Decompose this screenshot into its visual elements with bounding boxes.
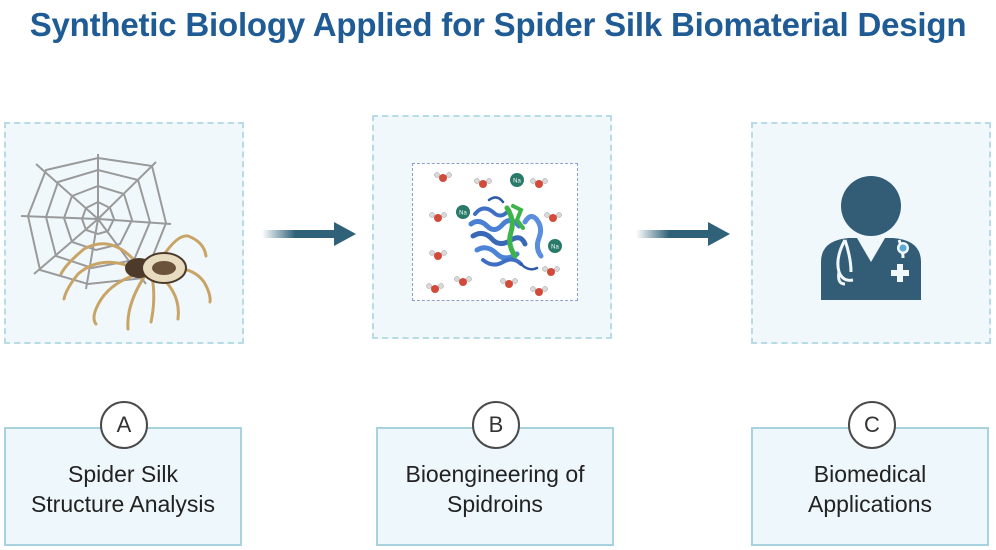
arrow-right-icon [636, 222, 730, 246]
panel-spider-silk [4, 122, 244, 344]
step-label-line: Spidroins [447, 491, 543, 517]
step-letter-badge: B [472, 401, 520, 449]
step-label-line: Structure Analysis [30, 491, 216, 517]
step-letter-badge: A [100, 401, 148, 449]
page-title: Synthetic Biology Applied for Spider Sil… [29, 6, 967, 43]
panel-bioengineering: Na Na Na [372, 115, 612, 339]
svg-text:Na: Na [513, 179, 521, 185]
step-label-line: Biomedical [813, 461, 927, 487]
protein-structure-icon: Na Na Na [426, 172, 562, 296]
step-label-box-c: Biomedical Applications [751, 427, 989, 546]
step-letter-badge: C [848, 401, 896, 449]
arrow-right-icon [262, 222, 356, 246]
panel-biomedical [751, 122, 991, 344]
step-label-line: Applications [807, 491, 933, 517]
svg-text:Na: Na [551, 245, 559, 251]
step-label-line: Spider Silk [68, 461, 178, 487]
doctor-icon [821, 176, 921, 300]
water-molecule-icon [426, 172, 562, 296]
svg-text:Na: Na [459, 211, 467, 217]
spider-on-web-icon [20, 154, 212, 331]
step-label-line: Bioengineering of [405, 461, 585, 487]
protein-frame: Na Na Na [412, 163, 578, 301]
sodium-ion-icon: Na Na Na [456, 173, 562, 253]
